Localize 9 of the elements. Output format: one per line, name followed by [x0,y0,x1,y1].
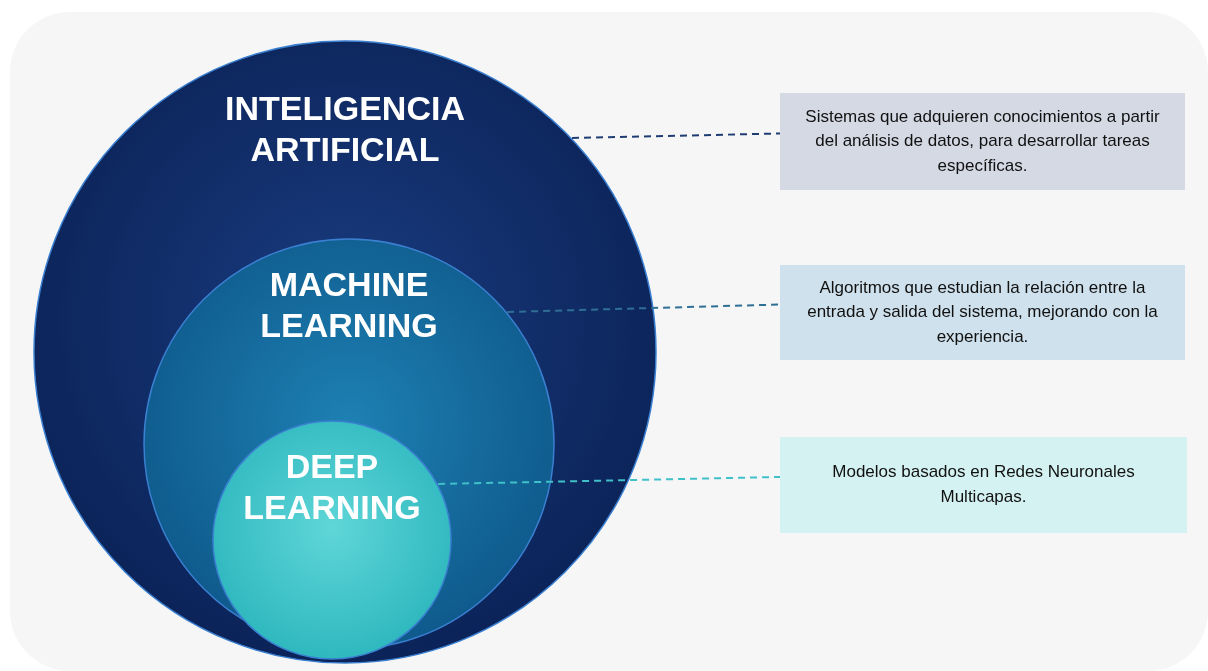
description-box: Sistemas que adquieren conocimientos a partir del análisis de datos, para desarrollar tareas específicas. [780,93,1185,190]
leader-line [571,132,781,139]
leader-line [506,303,781,313]
description-box: Modelos basados en Redes Neuronales Multicapas. [780,437,1187,533]
leader-line [437,476,781,485]
circle-title: DEEP LEARNING [242,446,422,528]
circle-title: MACHINE LEARNING [259,264,439,346]
description-box: Algoritmos que estudian la relación entre la entrada y salida del sistema, mejorando con la experiencia. [780,265,1185,360]
circle-title: INTELIGENCIA ARTIFICIAL [224,88,466,170]
